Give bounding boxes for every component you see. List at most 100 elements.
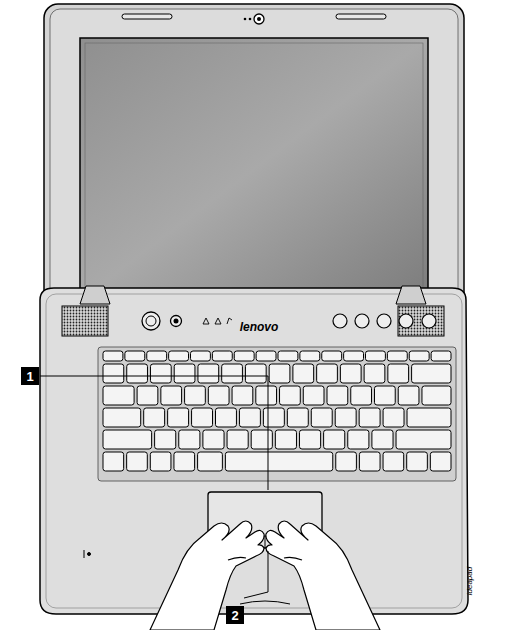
key	[212, 351, 232, 361]
screen-inner	[85, 43, 423, 295]
callout-number-text: 2	[231, 609, 238, 622]
key	[150, 364, 171, 383]
callout-number: 2	[226, 606, 244, 624]
power-icon	[146, 316, 156, 326]
speaker-grille	[398, 306, 444, 336]
key	[344, 351, 364, 361]
callout-number: 1	[21, 367, 39, 385]
key	[103, 386, 134, 405]
key	[144, 408, 165, 427]
keyboard-well	[98, 347, 456, 481]
key	[269, 364, 290, 383]
hinge	[80, 286, 426, 304]
key	[412, 364, 451, 383]
key	[336, 452, 357, 471]
key	[198, 364, 219, 383]
camera	[254, 14, 264, 24]
key	[155, 430, 176, 449]
hands	[150, 521, 380, 630]
key	[364, 364, 385, 383]
front-lip	[240, 601, 290, 604]
key	[409, 351, 429, 361]
key	[222, 364, 243, 383]
callout-number-text: 1	[26, 370, 33, 383]
key	[383, 452, 404, 471]
brand-logo: lenovo	[220, 319, 298, 335]
key	[387, 351, 407, 361]
key	[127, 452, 148, 471]
base-edge	[46, 294, 462, 608]
key	[374, 386, 395, 405]
key	[351, 386, 372, 405]
key	[263, 408, 284, 427]
key	[256, 386, 277, 405]
key	[169, 351, 189, 361]
fingerprint-mark	[84, 550, 91, 558]
key	[372, 430, 393, 449]
key	[366, 351, 386, 361]
key	[232, 386, 253, 405]
key	[383, 408, 404, 427]
key	[198, 452, 223, 471]
key	[324, 430, 345, 449]
base	[40, 288, 468, 614]
key	[161, 386, 182, 405]
onekey-icon	[174, 319, 179, 324]
touchpad-buttons	[265, 536, 266, 548]
key	[174, 452, 195, 471]
key	[239, 408, 260, 427]
key	[311, 408, 332, 427]
key	[103, 430, 152, 449]
keyboard	[103, 351, 451, 471]
key	[340, 364, 361, 383]
key	[275, 430, 296, 449]
bezel-slots	[122, 14, 386, 319]
leader-line	[40, 376, 268, 490]
key	[225, 452, 332, 471]
key	[185, 386, 206, 405]
key	[335, 408, 356, 427]
key	[317, 364, 338, 383]
camera-led	[244, 18, 247, 21]
key	[422, 386, 451, 405]
key	[227, 430, 248, 449]
key	[147, 351, 167, 361]
key	[359, 408, 380, 427]
key	[208, 386, 229, 405]
camera-led	[249, 18, 252, 21]
camera-lens	[257, 17, 261, 21]
key	[303, 386, 324, 405]
key	[191, 351, 211, 361]
onekey-button	[171, 316, 182, 327]
key	[251, 430, 272, 449]
key	[216, 408, 237, 427]
key	[179, 430, 200, 449]
key	[234, 351, 254, 361]
key	[203, 430, 224, 449]
key	[396, 430, 451, 449]
brand-logo-text: ideapad	[466, 567, 474, 595]
touch-buttons	[333, 314, 436, 328]
bezel	[50, 9, 458, 335]
key	[127, 364, 148, 383]
key	[348, 430, 369, 449]
key	[103, 452, 124, 471]
key	[287, 408, 308, 427]
key	[168, 408, 189, 427]
key	[150, 452, 171, 471]
status-icons	[203, 318, 232, 324]
key	[245, 364, 266, 383]
key	[103, 351, 123, 361]
key	[431, 351, 451, 361]
key	[174, 364, 195, 383]
key	[125, 351, 145, 361]
leader-line	[244, 551, 268, 598]
key	[327, 386, 348, 405]
brand-logo-text: lenovo	[240, 321, 279, 333]
key	[103, 364, 124, 383]
key	[293, 364, 314, 383]
key	[299, 430, 320, 449]
key	[398, 386, 419, 405]
key	[103, 408, 141, 427]
